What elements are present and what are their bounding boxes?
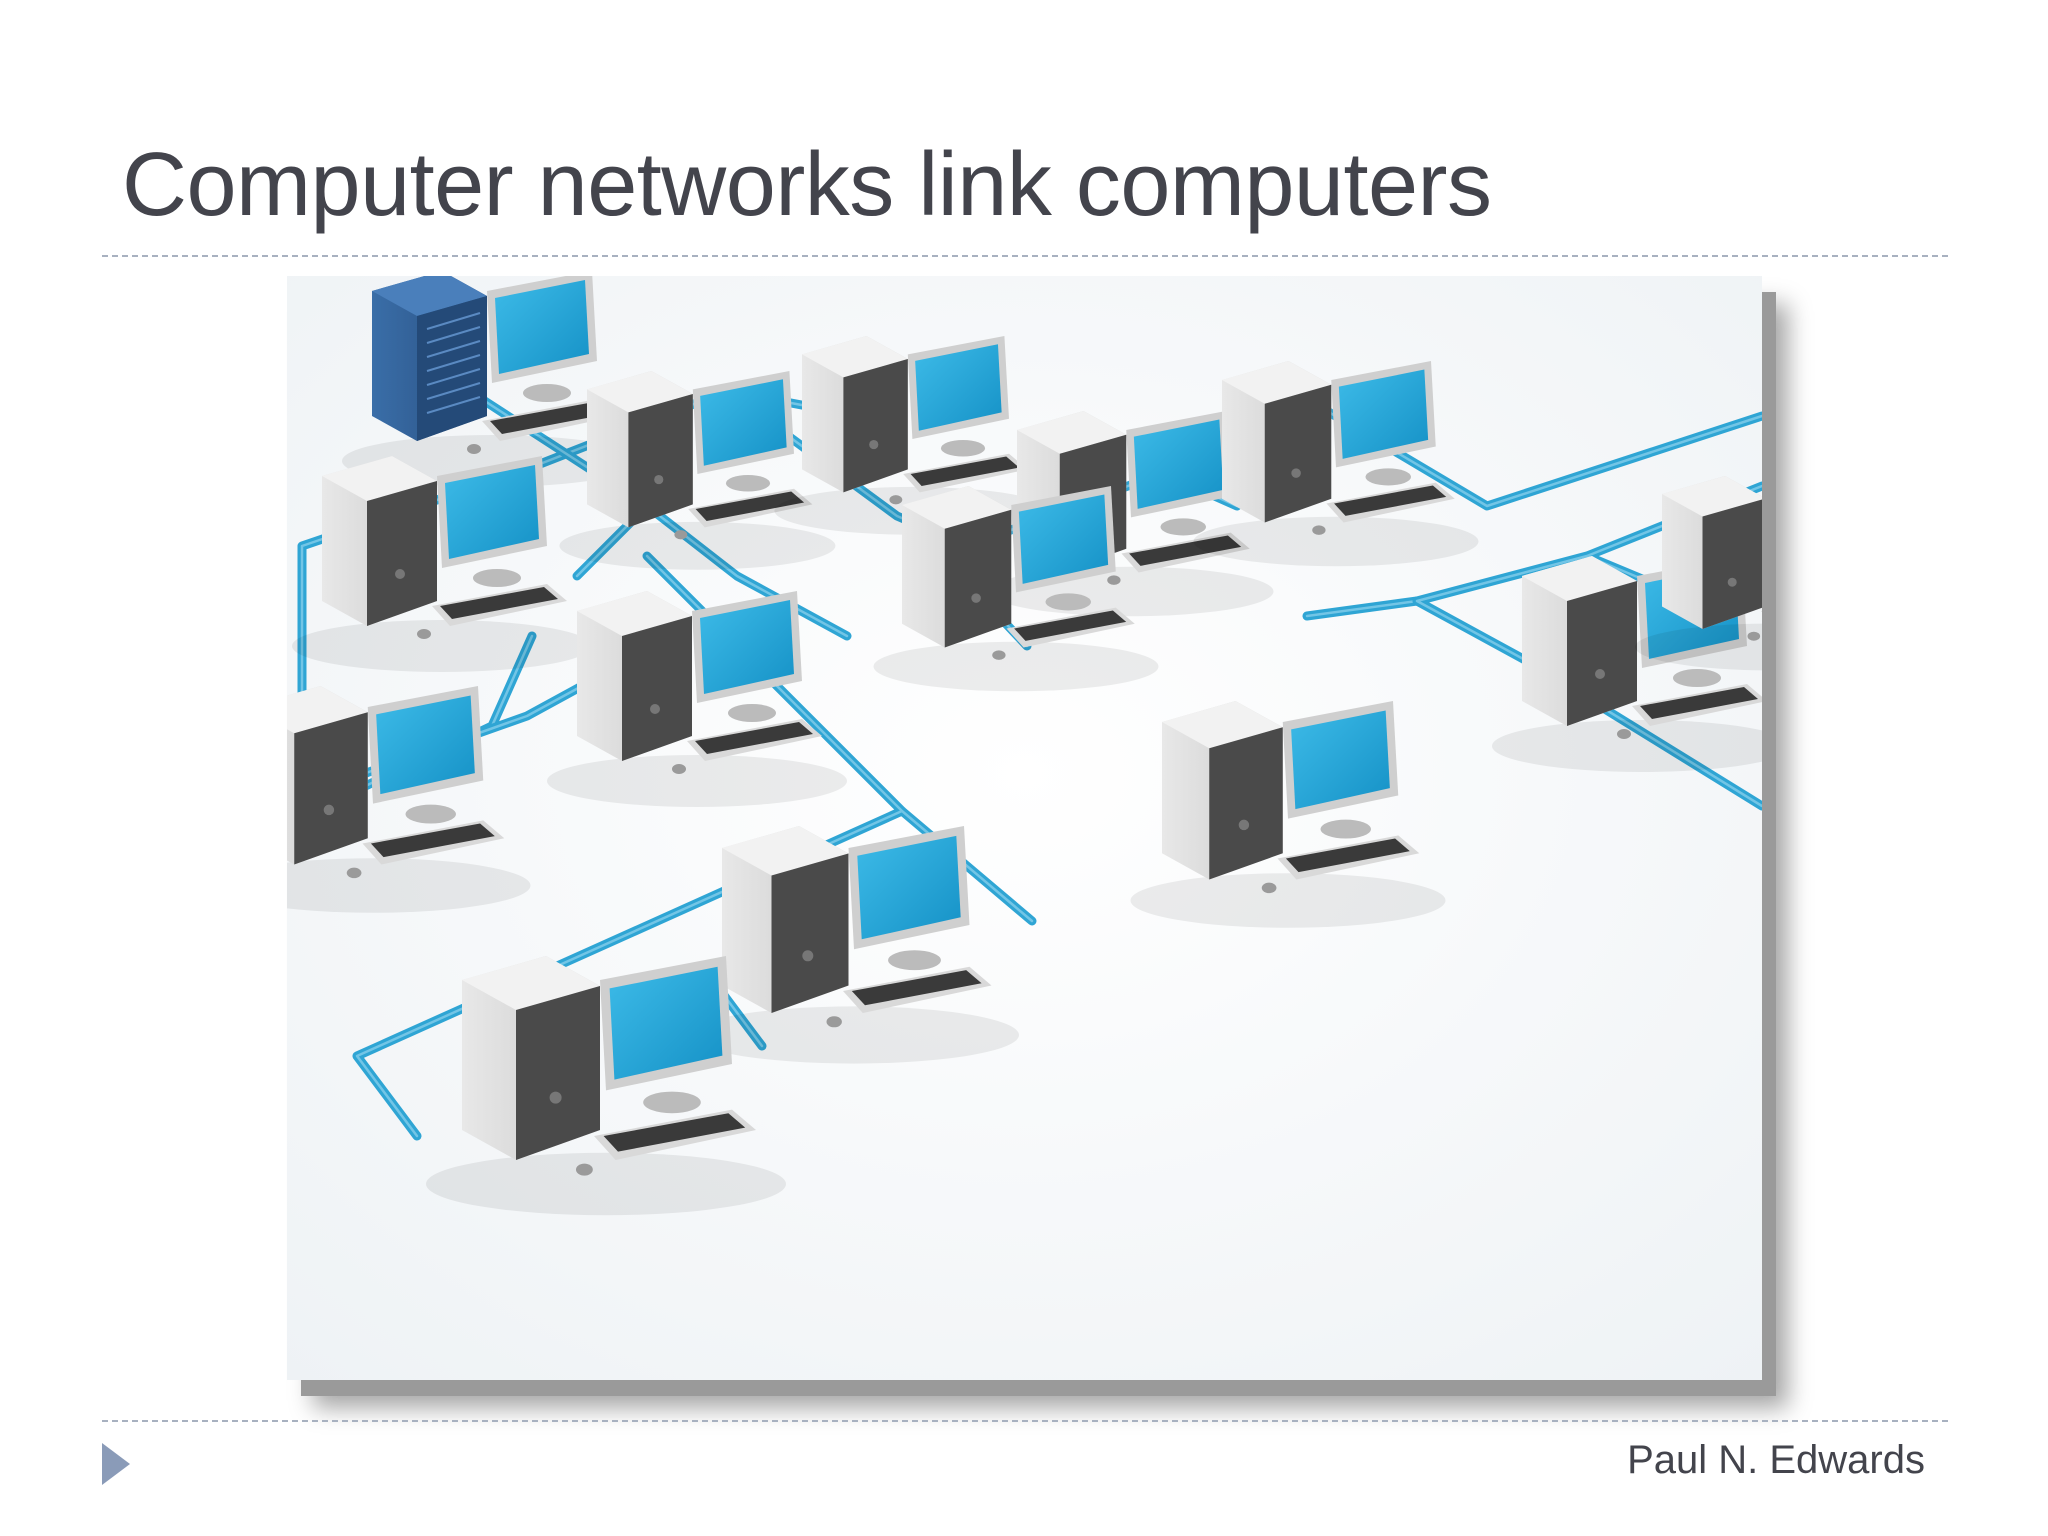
slide-title: Computer networks link computers — [122, 135, 1492, 235]
server-workstation — [342, 276, 642, 487]
network-illustration — [287, 276, 1762, 1380]
workstation-1 — [559, 371, 836, 570]
network-diagram-image — [287, 276, 1762, 1380]
workstation-12 — [689, 826, 1019, 1064]
slide-nav-triangle-icon[interactable] — [102, 1443, 130, 1485]
workstation-3 — [292, 456, 592, 672]
title-divider — [102, 255, 1948, 257]
workstation-8 — [287, 686, 531, 913]
footer-divider — [102, 1420, 1948, 1422]
workstation-13 — [426, 956, 786, 1216]
workstation-7 — [1193, 361, 1479, 567]
workstation-4 — [547, 591, 847, 807]
workstations — [287, 276, 1762, 1216]
workstation-10 — [1635, 476, 1762, 671]
workstation-6 — [873, 486, 1159, 692]
author-credit: Paul N. Edwards — [1627, 1438, 1925, 1482]
workstation-11 — [1130, 701, 1446, 928]
